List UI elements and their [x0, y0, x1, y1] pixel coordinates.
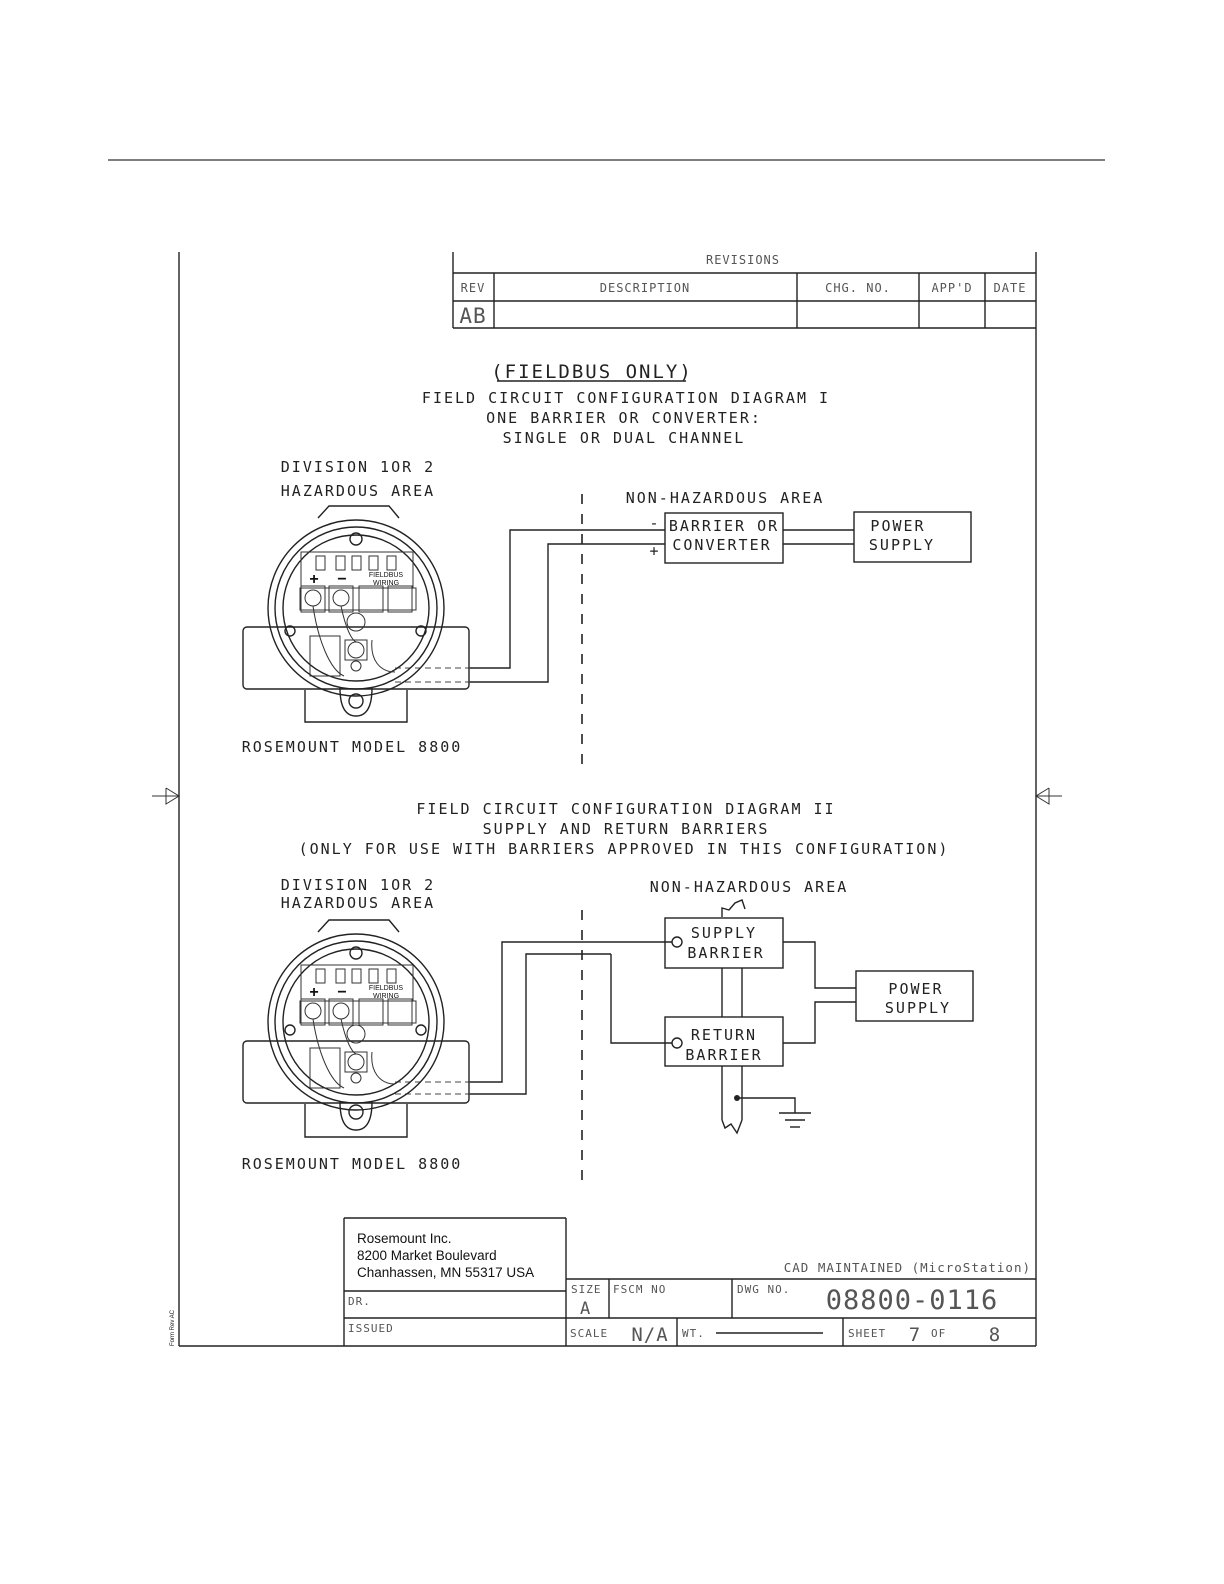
non-hazardous-area-2-label: NON-HAZARDOUS AREA — [650, 878, 849, 896]
diagram-2-title-line-3: (ONLY FOR USE WITH BARRIERS APPROVED IN … — [299, 840, 950, 858]
supply-barrier-box — [664, 917, 784, 969]
model-label-2: ROSEMOUNT MODEL 8800 — [242, 1155, 463, 1173]
transmitter-2-fieldbus-label: FIELDBUS — [369, 985, 404, 992]
address-line-3: Chanhassen, MN 55317 USA — [357, 1265, 534, 1280]
non-hazardous-area-label: NON-HAZARDOUS AREA — [626, 489, 825, 507]
hazard-area-line-1: DIVISION 1OR 2 — [281, 458, 435, 476]
sheet-total: 8 — [989, 1324, 1001, 1346]
revisions-table: REVISIONS REV DESCRIPTION CHG. NO. APP'D… — [452, 252, 1036, 329]
power-supply-box-2 — [855, 970, 974, 1022]
rev-header: REV — [461, 281, 486, 295]
address-line-2: 8200 Market Boulevard — [357, 1248, 497, 1263]
description-header: DESCRIPTION — [600, 281, 690, 295]
transmitter-2: + − FIELDBUS WIRING — [242, 919, 470, 1138]
chg-no-header: CHG. NO. — [825, 281, 891, 295]
dwg-no-label: DWG NO. — [737, 1283, 790, 1296]
size-value: A — [580, 1299, 591, 1319]
dwg-no-value: 08800-0116 — [826, 1285, 999, 1316]
supply-barrier-line-1: SUPPLY — [691, 924, 757, 942]
address-line-1: Rosemount Inc. — [357, 1231, 452, 1246]
scale-value: N/A — [631, 1324, 668, 1346]
cad-maintained-note: CAD MAINTAINED (MicroStation) — [784, 1260, 1031, 1275]
hazard-area-2-line-1: DIVISION 1OR 2 — [281, 876, 435, 894]
power-supply-1-line-1: POWER — [870, 517, 925, 535]
diagram-1: (FIELDBUS ONLY) FIELD CIRCUIT CONFIGURAT… — [242, 361, 972, 772]
barrier-label-line-1: BARRIER OR — [669, 517, 779, 535]
return-barrier-box — [664, 1016, 784, 1067]
diagram-2-title-line-2: SUPPLY AND RETURN BARRIERS — [483, 820, 770, 838]
form-rev-note: Form Rev AC — [170, 1309, 176, 1346]
dr-label: DR. — [348, 1295, 371, 1308]
transmitter-1-plus-label: + — [309, 571, 318, 588]
hazard-area-2-line-2: HAZARDOUS AREA — [281, 894, 435, 912]
revisions-title: REVISIONS — [706, 253, 780, 267]
fscm-label: FSCM NO — [613, 1283, 666, 1296]
of-label: OF — [931, 1327, 946, 1340]
wt-label: WT. — [682, 1327, 705, 1340]
diagram-2: FIELD CIRCUIT CONFIGURATION DIAGRAM II S… — [242, 800, 974, 1186]
power-supply-2-line-1: POWER — [888, 980, 943, 998]
supply-barrier-line-2: BARRIER — [687, 944, 764, 962]
transmitter-1-housing — [242, 505, 470, 723]
barrier-label-line-2: CONVERTER — [672, 536, 771, 554]
sheet-label: SHEET — [848, 1327, 886, 1340]
power-supply-1-line-2: SUPPLY — [869, 536, 935, 554]
transmitter-2-housing — [242, 919, 470, 1138]
sheet-border — [152, 252, 1062, 1347]
model-label-1: ROSEMOUNT MODEL 8800 — [242, 738, 463, 756]
power-supply-box-1 — [853, 511, 972, 563]
diagram-1-title-line-1: FIELD CIRCUIT CONFIGURATION DIAGRAM I — [422, 389, 830, 407]
scale-label: SCALE — [570, 1327, 608, 1340]
transmitter-2-wiring-label: WIRING — [373, 993, 399, 1000]
transmitter-2-plus-label: + — [309, 984, 318, 1001]
appd-header: APP'D — [931, 281, 972, 295]
ground-icon — [734, 1095, 811, 1128]
title-block: Rosemount Inc. 8200 Market Boulevard Cha… — [170, 1217, 1036, 1346]
power-supply-2-line-2: SUPPLY — [885, 999, 951, 1017]
transmitter-1: + − FIELDBUS WIRING — [242, 505, 470, 723]
transmitter-1-minus-label: − — [337, 571, 346, 588]
plus-terminal-label: + — [649, 542, 660, 560]
left-center-arrow-icon — [152, 787, 180, 805]
minus-terminal-label: - — [649, 514, 660, 532]
diagram-1-title-line-2: ONE BARRIER OR CONVERTER: — [486, 409, 762, 427]
transmitter-1-wiring-label: WIRING — [373, 580, 399, 587]
transmitter-2-minus-label: − — [337, 984, 346, 1001]
rev-value: AB — [459, 304, 486, 328]
hazard-area-line-2: HAZARDOUS AREA — [281, 482, 435, 500]
diagram-2-title-line-1: FIELD CIRCUIT CONFIGURATION DIAGRAM II — [416, 800, 835, 818]
transmitter-1-fieldbus-label: FIELDBUS — [369, 572, 404, 579]
date-header: DATE — [994, 281, 1027, 295]
return-barrier-line-1: RETURN — [691, 1026, 757, 1044]
diagram-1-title-line-3: SINGLE OR DUAL CHANNEL — [503, 429, 746, 447]
diagram-2-wiring — [395, 941, 856, 1095]
fieldbus-only-heading: (FIELDBUS ONLY) — [491, 361, 693, 383]
issued-label: ISSUED — [348, 1322, 394, 1335]
sheet-value: 7 — [909, 1324, 921, 1346]
diagram-1-wiring — [395, 529, 854, 683]
return-barrier-line-2: BARRIER — [685, 1046, 762, 1064]
right-center-arrow-icon — [1035, 787, 1062, 805]
size-label: SIZE — [571, 1283, 602, 1296]
barrier-bus — [721, 899, 746, 1135]
barrier-converter-box — [664, 512, 784, 564]
